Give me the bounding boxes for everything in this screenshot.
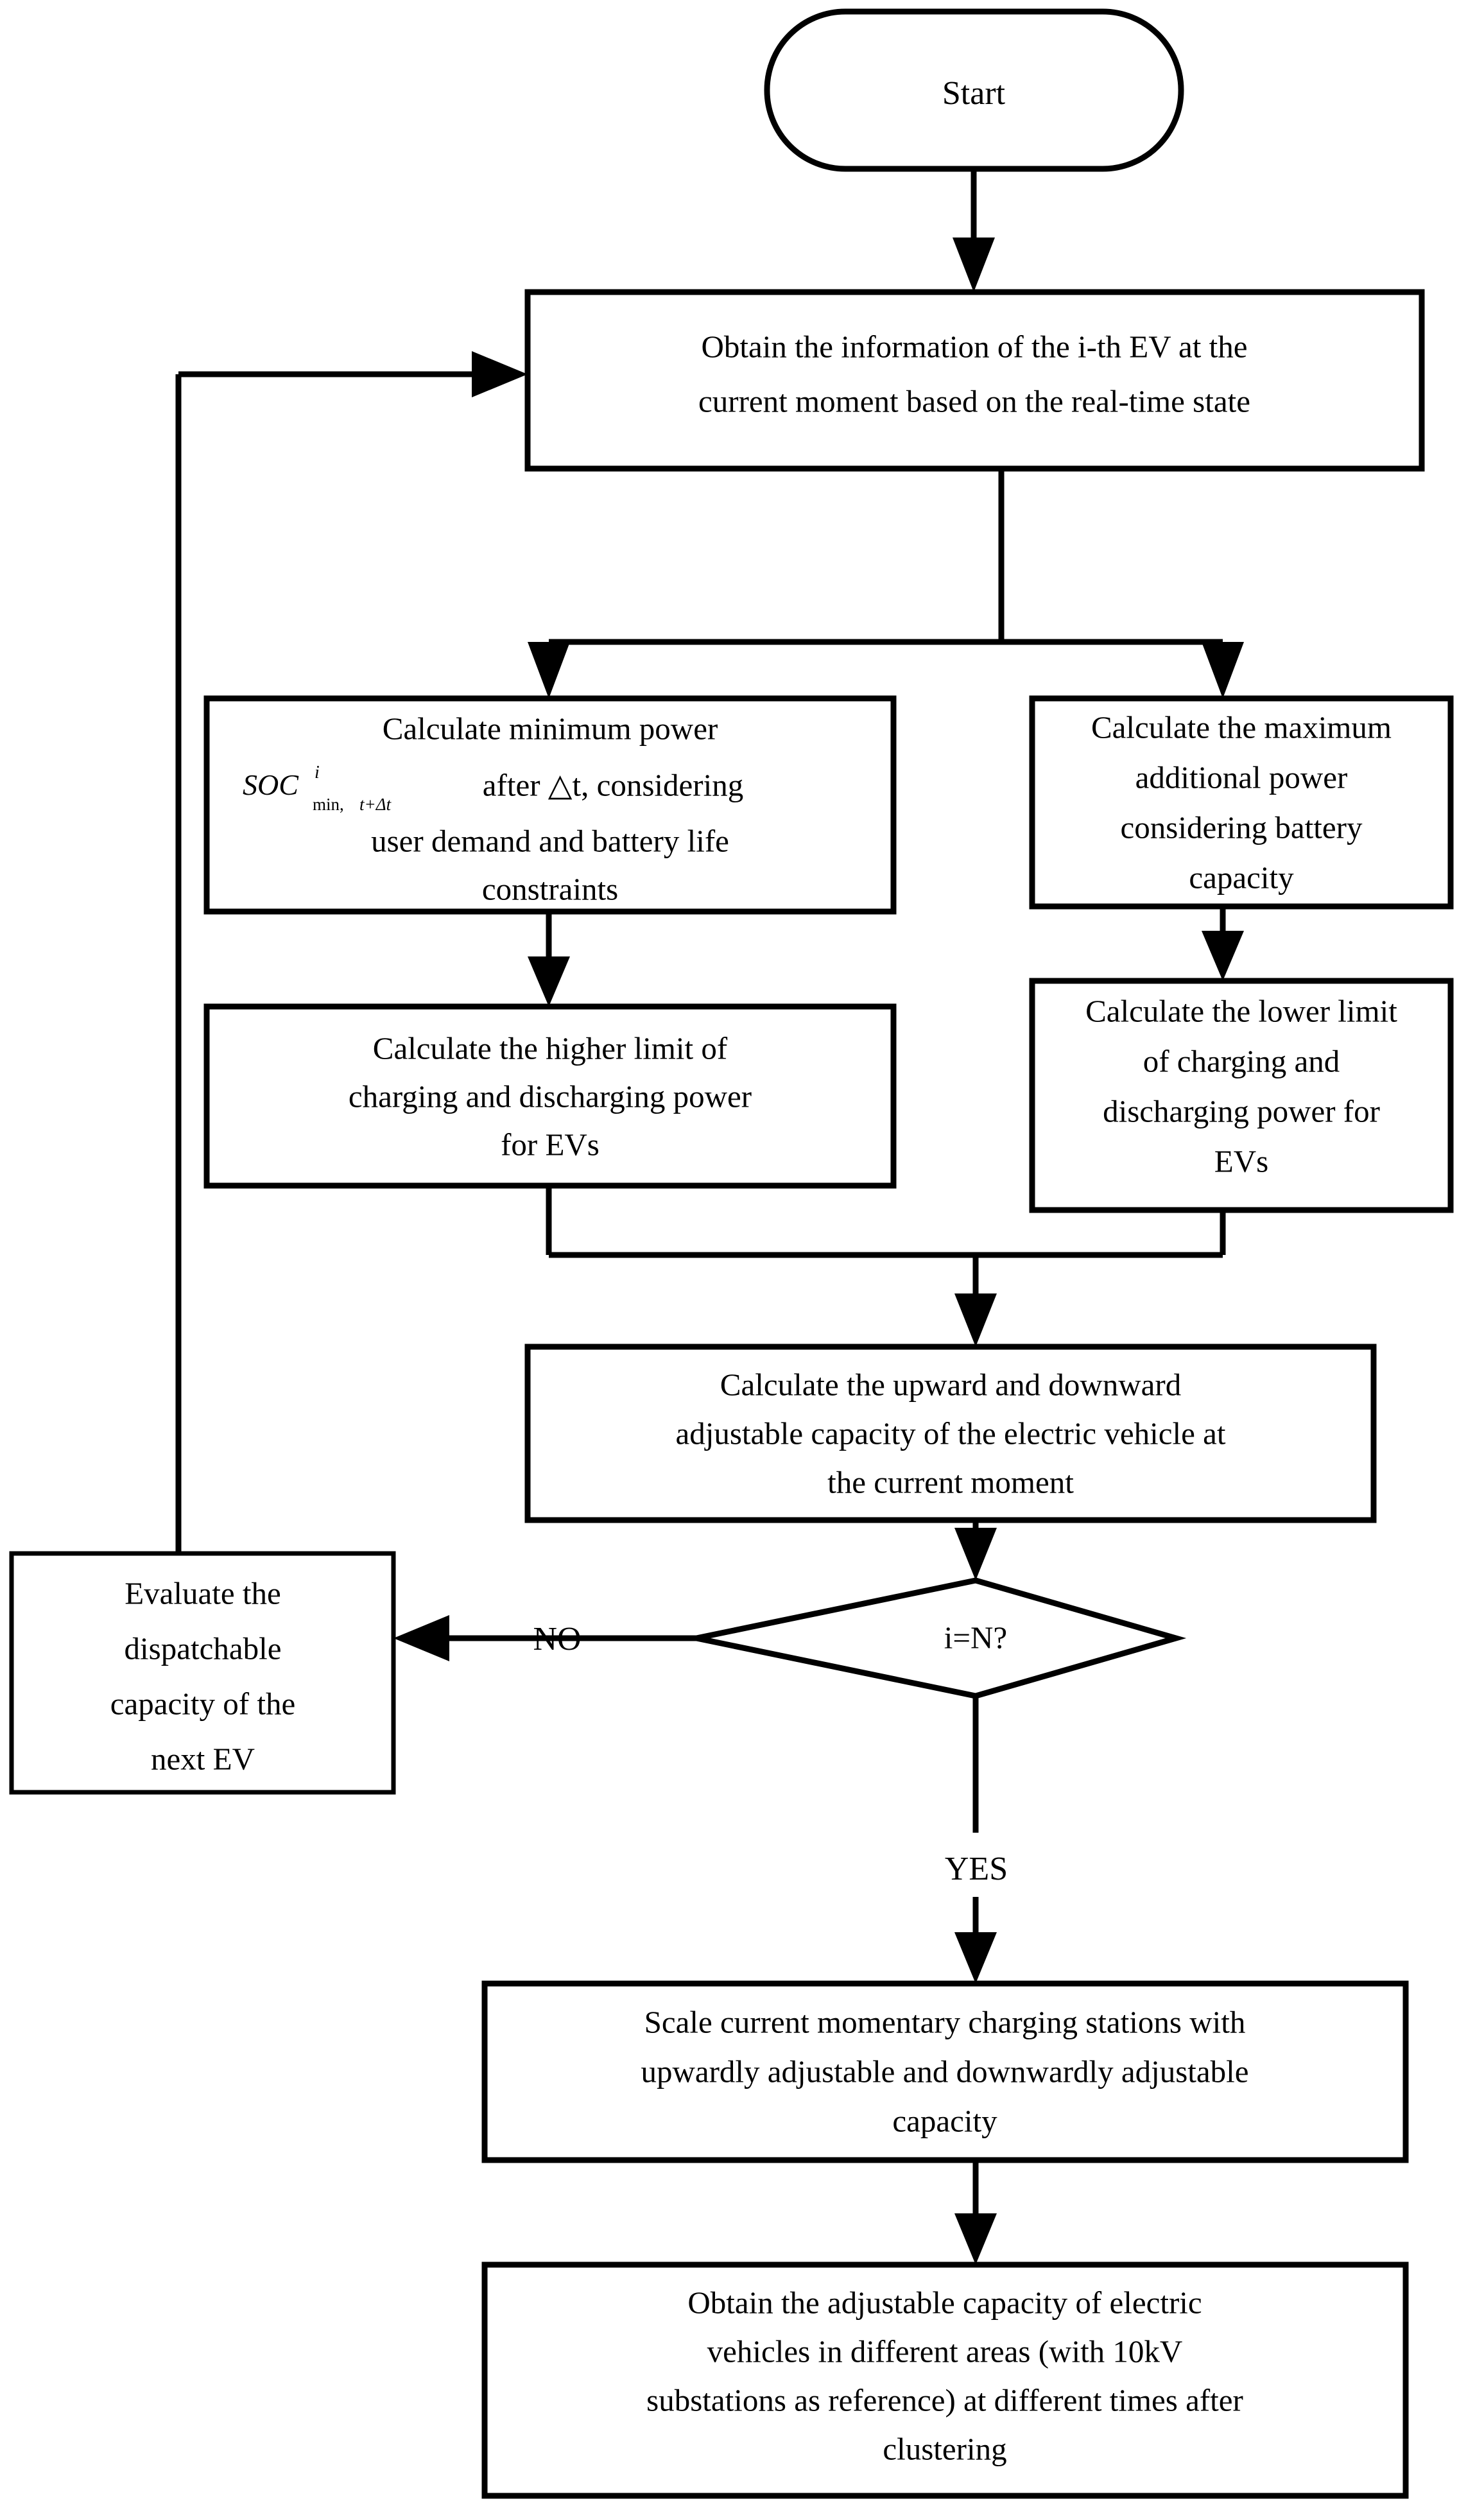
obtain-info-line2: current moment based on the real-time st…	[698, 383, 1250, 419]
obtain-capacity-shape	[481, 2262, 1409, 2499]
higher-limit-line2: charging and discharging power	[349, 1078, 752, 1114]
higher-limit-shape	[203, 1003, 897, 1189]
max-power-line4: capacity	[1189, 860, 1294, 895]
edge-decision-yes	[954, 1695, 997, 1984]
min-power-line2-tail: after △t, considering	[483, 767, 743, 802]
max-power-line3: considering battery	[1121, 809, 1363, 845]
edge-obtain-split	[528, 469, 1244, 698]
obtain-capacity-line1: Obtain the adjustable capacity of electr…	[687, 2285, 1202, 2320]
min-power-shape	[203, 695, 897, 915]
evaluate-next-line2: dispatchable	[125, 1630, 282, 1666]
node-start[interactable]: Start	[764, 8, 1184, 172]
node-max-power[interactable]: Calculate the maximum additional power c…	[1029, 695, 1454, 910]
upward-downward-line3: the current moment	[827, 1464, 1074, 1500]
scale-stations-line1: Scale current momentary charging station…	[644, 2004, 1246, 2039]
edge-label-no: NO	[533, 1621, 581, 1657]
decision-shape	[696, 1577, 1187, 1699]
edge-start-to-obtain	[953, 168, 995, 292]
soc-formula: SOC i min, t+Δt	[243, 763, 392, 814]
soc-superscript: i	[315, 763, 320, 783]
edge-feedback-loop	[175, 351, 528, 1553]
node-higher-limit[interactable]: Calculate the higher limit of charging a…	[203, 1003, 897, 1189]
min-power-line4: constraints	[482, 871, 618, 906]
edge-minpower-to-higherlimit	[528, 912, 570, 1007]
lower-limit-shape	[1029, 978, 1454, 1213]
node-scale-stations[interactable]: Scale current momentary charging station…	[481, 1980, 1409, 2163]
edge-decision-no	[393, 1615, 696, 1661]
node-obtain-capacity[interactable]: Obtain the adjustable capacity of electr…	[481, 2262, 1409, 2499]
obtain-capacity-line4: clustering	[883, 2431, 1006, 2466]
edge-upward-to-decision	[954, 1520, 997, 1580]
lower-limit-line4: EVs	[1214, 1143, 1268, 1179]
lower-limit-line1: Calculate the lower limit	[1085, 993, 1397, 1028]
edge-maxpower-to-lowerlimit	[1202, 906, 1244, 981]
node-upward-downward[interactable]: Calculate the upward and downward adjust…	[524, 1344, 1377, 1523]
obtain-capacity-line3: substations as reference) at different t…	[646, 2382, 1243, 2417]
upward-downward-line2: adjustable capacity of the electric vehi…	[675, 1415, 1225, 1451]
evaluate-next-line1: Evaluate the	[125, 1575, 281, 1611]
lower-limit-line2: of charging and	[1143, 1043, 1340, 1078]
scale-stations-line3: capacity	[892, 2103, 997, 2138]
obtain-info-line1: Obtain the information of the i-th EV at…	[702, 329, 1248, 364]
edge-merge-to-upward	[546, 1186, 1226, 1347]
max-power-shape	[1029, 695, 1454, 910]
start-shape	[764, 8, 1184, 172]
evaluate-next-line4: next EV	[151, 1741, 255, 1776]
max-power-line1: Calculate the maximum	[1091, 709, 1392, 745]
obtain-capacity-line2: vehicles in different areas (with 10kV	[707, 2333, 1183, 2369]
soc-subscript: min,	[313, 795, 344, 814]
node-min-power[interactable]: Calculate minimum power SOC i min, t+Δt …	[203, 695, 897, 915]
scale-stations-shape	[481, 1980, 1409, 2163]
node-evaluate-next[interactable]: Evaluate the dispatchable capacity of th…	[9, 1551, 396, 1795]
decision-label: i=N?	[944, 1620, 1007, 1655]
soc-base: SOC	[243, 768, 299, 801]
min-power-line3: user demand and battery life	[371, 823, 729, 858]
max-power-line2: additional power	[1135, 759, 1348, 795]
node-decision[interactable]: i=N?	[696, 1577, 1187, 1699]
min-power-line1: Calculate minimum power	[383, 711, 718, 746]
scale-stations-line2: upwardly adjustable and downwardly adjus…	[641, 2054, 1248, 2089]
soc-subscript-italic: t+Δt	[359, 795, 392, 814]
lower-limit-line3: discharging power for	[1103, 1093, 1380, 1129]
obtain-info-shape	[524, 289, 1425, 472]
higher-limit-line3: for EVs	[501, 1127, 600, 1162]
node-lower-limit[interactable]: Calculate the lower limit of charging an…	[1029, 978, 1454, 1213]
upward-downward-shape	[524, 1344, 1377, 1523]
higher-limit-line1: Calculate the higher limit of	[373, 1030, 728, 1066]
evaluate-next-shape	[9, 1551, 396, 1795]
start-label: Start	[942, 75, 1006, 112]
upward-downward-line1: Calculate the upward and downward	[720, 1367, 1181, 1402]
edge-scale-to-obtain-capacity	[954, 2160, 997, 2265]
edge-label-yes: YES	[945, 1851, 1008, 1887]
evaluate-next-line3: capacity of the	[110, 1686, 295, 1721]
node-obtain-info[interactable]: Obtain the information of the i-th EV at…	[524, 289, 1425, 472]
